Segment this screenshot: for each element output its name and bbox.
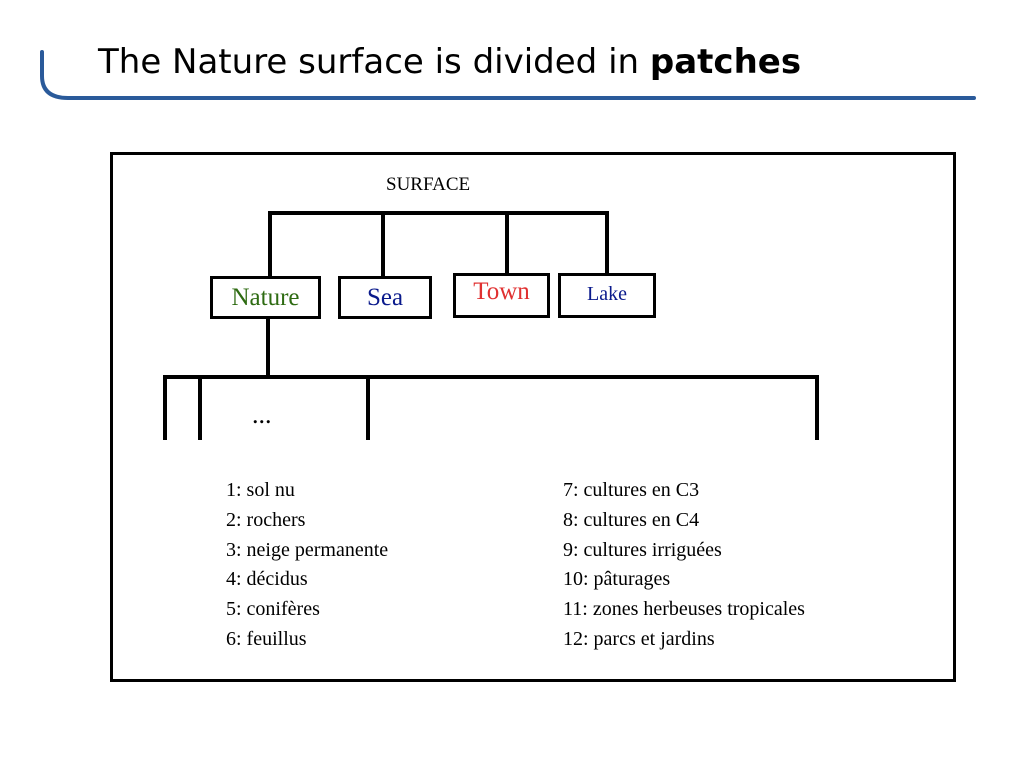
patch-item: 8: cultures en C4 [563,508,700,531]
patch-item: 3: neige permanente [226,538,389,561]
patch-item: 10: pâturages [563,568,671,591]
patch-item: 11: zones herbeuses tropicales [563,598,805,621]
patch-item: 2: rochers [226,508,306,531]
patch-list-right: 7: cultures en C3 8: cultures en C4 9: c… [563,476,805,655]
tile-lake: Lake [558,273,656,318]
title-underline [40,50,976,100]
patch-item: 5: conifères [226,598,320,621]
patch-item: 1: sol nu [226,479,295,501]
tile-town: Town [453,273,550,318]
title-rule [40,50,976,100]
patch-item: 4: décidus [226,568,308,591]
patch-item: 6: feuillus [226,627,307,650]
tile-nature-label: Nature [231,283,300,311]
tile-town-label: Town [473,278,530,305]
tile-sea-label: Sea [366,283,404,311]
title-bold-word: patches [649,42,802,82]
surface-label: SURFACE [386,174,471,195]
patch-item: 12: parcs et jardins [563,627,715,650]
diagram-panel [110,152,956,682]
tile-sea: Sea [338,276,432,319]
patch-list-left: 1: sol nu 2: rochers 3: neige permanente… [226,476,388,655]
ellipsis-more: ... [252,400,272,429]
tile-lake-label: Lake [587,283,627,305]
tile-nature: Nature [210,276,321,319]
patch-item: 7: cultures en C3 [563,479,700,501]
patch-item: 9: cultures irriguées [563,538,722,561]
slide-title: The Nature surface is divided in patches [98,42,801,82]
title-text: The Nature surface is divided in [98,42,650,82]
